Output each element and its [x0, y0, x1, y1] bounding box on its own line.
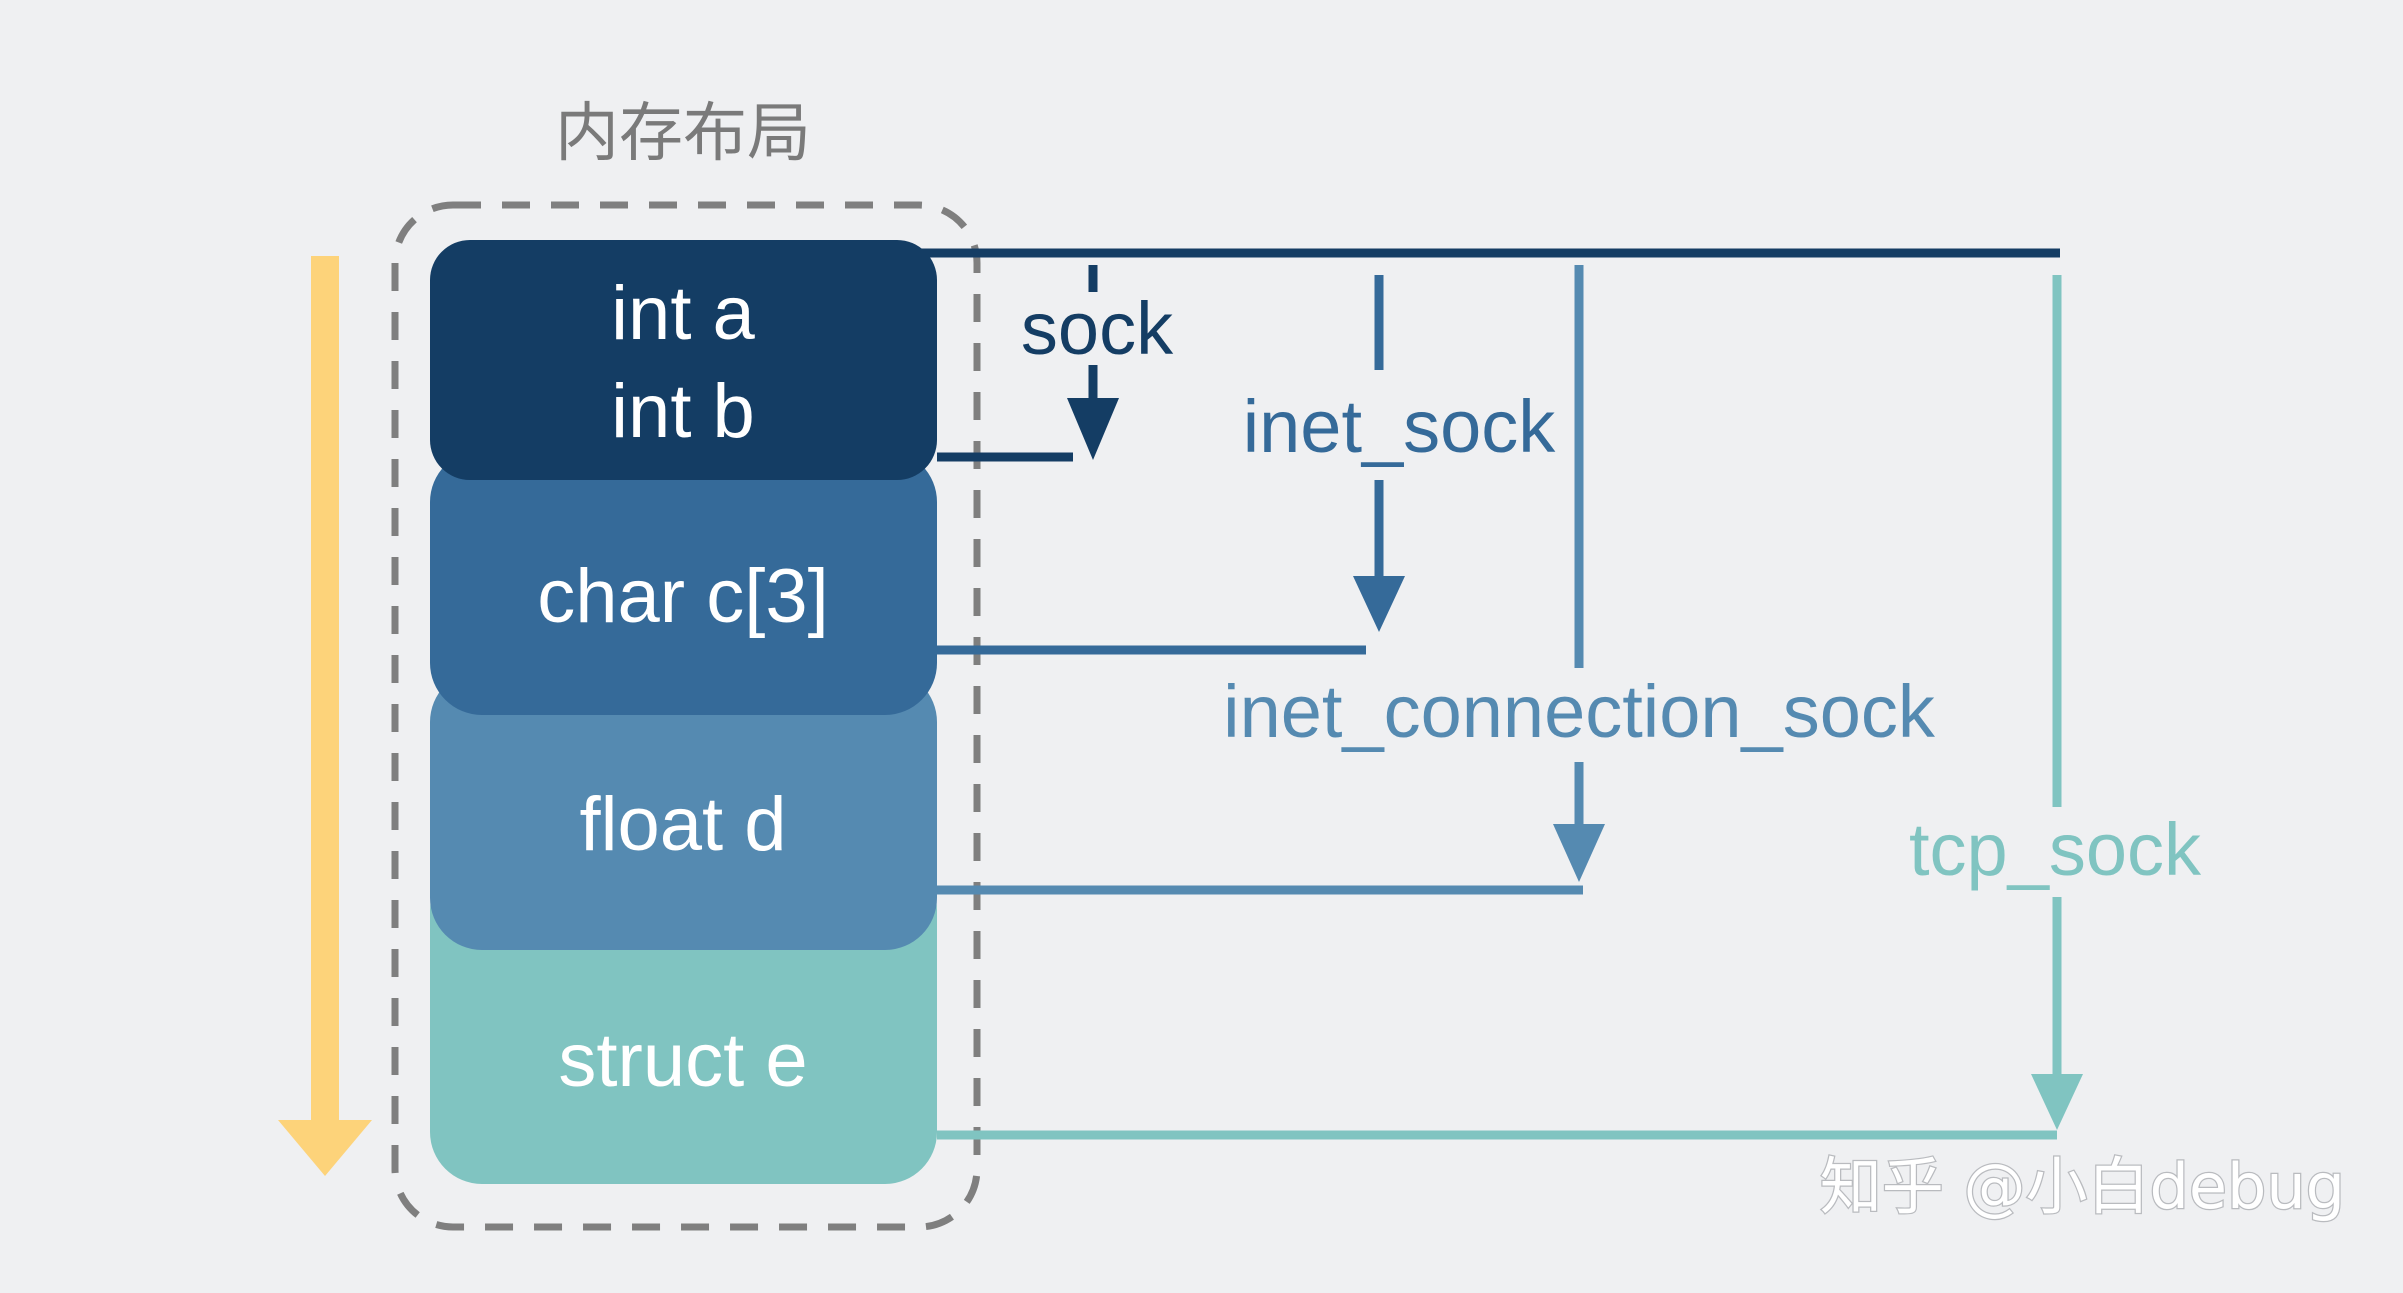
inet-connection-sock-arrow-head	[1553, 824, 1605, 882]
diagram-title: 内存布局	[555, 97, 811, 171]
float-d-label: float d	[579, 782, 786, 867]
inet-sock-label: inet_sock	[1243, 385, 1557, 468]
memory-layout-outline	[391, 201, 981, 1231]
char-c-block	[430, 450, 937, 715]
sock-label: sock	[1021, 287, 1174, 370]
inet-sock-arrow-head	[1353, 576, 1405, 632]
inet-connection-sock-label: inet_connection_sock	[1223, 670, 1936, 753]
int-a-label: int a	[611, 271, 755, 356]
sock-arrow-head	[1067, 398, 1119, 460]
int-b-label: int b	[611, 369, 755, 454]
inet-sock-span	[937, 275, 1405, 655]
char-c-label: char c[3]	[537, 554, 828, 639]
watermark-text: 知乎 @小白debug	[1820, 1150, 2345, 1223]
struct-e-label: struct e	[558, 1018, 807, 1103]
inet-connection-sock-span	[937, 265, 1605, 895]
memory-direction-arrow	[278, 256, 372, 1176]
sock-span	[937, 265, 1119, 462]
int-ab-block	[430, 240, 937, 480]
tcp-sock-span	[937, 275, 2083, 1140]
tcp-sock-label: tcp_sock	[1909, 808, 2202, 891]
tcp-sock-arrow-head	[2031, 1074, 2083, 1130]
float-d-block	[430, 670, 937, 950]
